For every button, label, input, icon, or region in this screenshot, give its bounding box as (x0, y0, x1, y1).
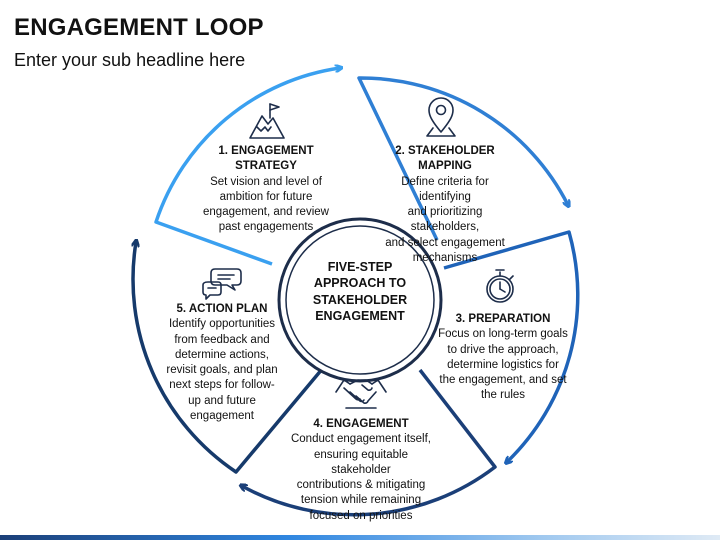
handshake-icon (335, 379, 387, 409)
step-1-line: ambition for future (219, 190, 313, 203)
step-5-line: up and future (188, 394, 256, 407)
step-5-heading: 5. ACTION PLAN (176, 303, 268, 315)
step-5-line: determine actions, (175, 348, 269, 361)
mountain-flag-icon (249, 103, 285, 139)
segment-4-outline (242, 368, 497, 517)
step-2-line: mechanisms (412, 251, 478, 264)
step-1-line: past engagements (218, 221, 314, 234)
step-1-engagement-strategy: 1. ENGAGEMENT STRATEGY Set vision and le… (196, 144, 336, 236)
segment-2-outline (357, 76, 568, 241)
step-3-line: determine logistics for (447, 358, 559, 371)
step-5-line: revisit goals, and plan (166, 364, 278, 377)
stopwatch-icon (486, 269, 514, 303)
step-2-line: and select engagement (385, 236, 505, 249)
step-5-line: engagement (190, 409, 254, 422)
step-2-line: Define criteria for identifying (401, 175, 489, 203)
center-label: FIVE-STEP APPROACH TO STAKEHOLDER ENGAGE… (312, 260, 408, 323)
step-2-stakeholder-mapping: 2. STAKEHOLDER MAPPING Define criteria f… (375, 144, 515, 266)
step-2-heading: 2. STAKEHOLDER MAPPING (395, 145, 495, 173)
step-3-line: the engagement, and set (439, 374, 567, 387)
page-title: ENGAGEMENT LOOP (14, 14, 264, 41)
step-3-line: Focus on long-term goals (438, 328, 568, 341)
step-1-heading: 1. ENGAGEMENT STRATEGY (218, 145, 314, 173)
step-4-engagement: 4. ENGAGEMENT Conduct engagement itself,… (283, 417, 439, 524)
step-4-line: contributions & mitigating (296, 479, 426, 492)
page-subtitle: Enter your sub headline here (14, 50, 246, 70)
step-4-line: focused on priorities (309, 509, 413, 522)
location-pin-icon (426, 97, 456, 137)
chat-bubbles-icon (202, 268, 242, 300)
step-4-line: tension while remaining (300, 494, 422, 507)
step-2-line: and prioritizing stakeholders, (407, 206, 483, 234)
step-3-heading: 3. PREPARATION (455, 313, 551, 325)
step-4-line: ensuring equitable stakeholder (314, 448, 408, 476)
step-5-line: from feedback and (174, 333, 270, 346)
step-1-line: Set vision and level of (210, 175, 322, 188)
step-3-preparation: 3. PREPARATION Focus on long-term goals … (437, 312, 569, 404)
segment-3-outline (443, 230, 580, 462)
bottom-accent-bar (0, 535, 720, 540)
step-5-line: Identify opportunities (168, 318, 276, 331)
center-ring-inner (285, 225, 435, 375)
segment-1-outline (154, 68, 340, 266)
step-5-action-plan: 5. ACTION PLAN Identify opportunities fr… (160, 302, 284, 424)
segment-5-outline (133, 242, 325, 474)
step-1-line: engagement, and review (203, 206, 329, 219)
step-3-line: the rules (480, 389, 526, 402)
step-4-heading: 4. ENGAGEMENT (313, 418, 409, 430)
step-5-line: next steps for follow- (169, 379, 275, 392)
step-4-line: Conduct engagement itself, (290, 433, 431, 446)
step-3-line: to drive the approach, (447, 343, 559, 356)
